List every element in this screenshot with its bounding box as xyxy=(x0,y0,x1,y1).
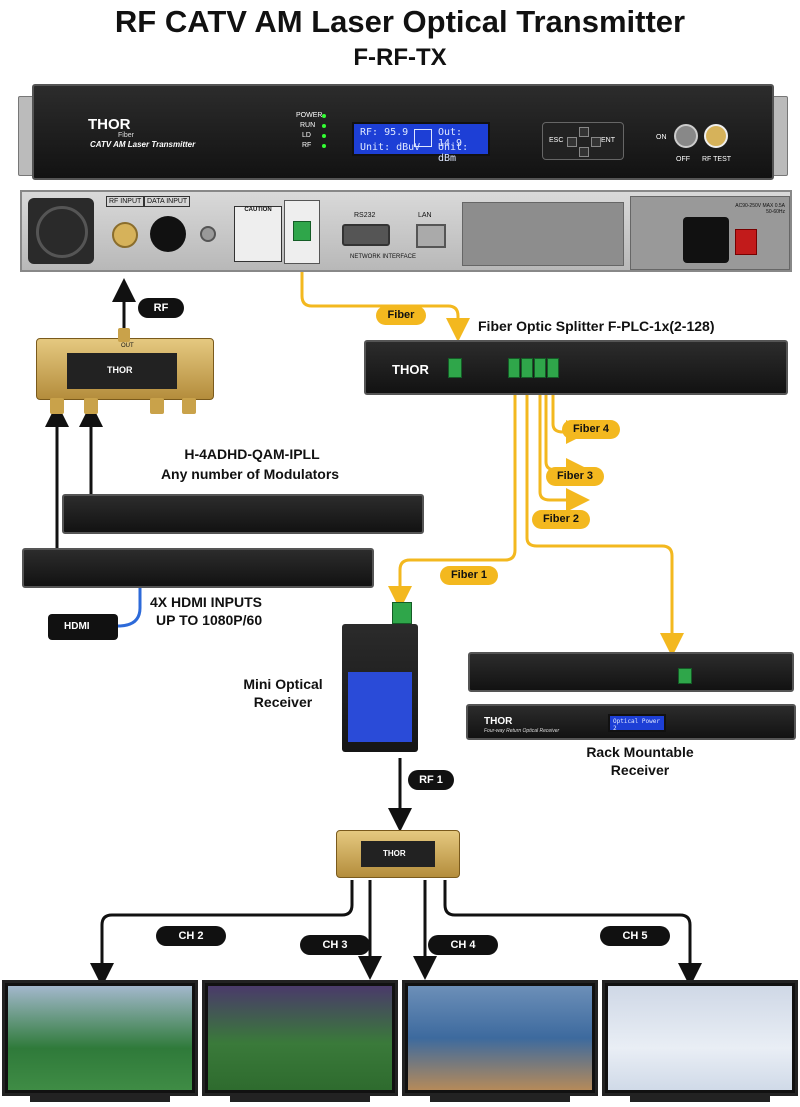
rf-label: RF xyxy=(138,298,184,318)
rack-ear-right xyxy=(772,96,788,176)
rf-splitter-label-plate: THOR xyxy=(361,841,435,867)
fiber-splitter: THOR xyxy=(364,340,788,395)
ch3-label: CH 3 xyxy=(300,935,370,955)
hdmi-connector-icon: HDMI xyxy=(48,614,118,640)
mini-optical-receiver xyxy=(342,624,418,752)
up-button[interactable] xyxy=(579,127,589,137)
ch2-label: CH 2 xyxy=(156,926,226,946)
fan-icon xyxy=(28,198,94,264)
data-input-port[interactable] xyxy=(150,216,186,252)
rack-receiver-rear xyxy=(468,652,794,692)
combiner-in-4[interactable] xyxy=(182,398,196,414)
brand-logo: THOR xyxy=(88,116,131,133)
splitter-logo: THOR xyxy=(392,362,429,377)
tv-2-screen xyxy=(208,986,392,1090)
rf-input-label: RF INPUT xyxy=(106,196,145,207)
modulator-label-1: H-4ADHD-QAM-IPLL xyxy=(184,446,320,462)
rf-splitter: THOR xyxy=(336,830,460,878)
transmitter-lcd: RF: 95.9 Out: 14.9 Unit: dBuV Unit: dBm xyxy=(352,122,490,164)
down-button[interactable] xyxy=(579,147,589,157)
power-inlet[interactable] xyxy=(683,217,729,263)
tv-1 xyxy=(2,980,198,1096)
tv-2-stand xyxy=(230,1096,370,1102)
lcd-logo-icon xyxy=(414,129,432,147)
splitter-output-3[interactable] xyxy=(534,358,546,378)
rack-receiver-optical-port[interactable] xyxy=(678,668,692,684)
fiber-label: Fiber xyxy=(376,306,426,325)
page-title: RF CATV AM Laser Optical Transmitter xyxy=(114,4,686,39)
ground-icon xyxy=(200,226,216,242)
mini-receiver-label-2: Receiver xyxy=(253,694,313,710)
rf-combiner: OUT THOR xyxy=(36,338,214,400)
combiner-in-2[interactable] xyxy=(84,398,98,414)
page-subtitle: F-RF-TX xyxy=(353,44,447,71)
tv-1-stand xyxy=(30,1096,170,1102)
lan-port[interactable] xyxy=(416,224,446,248)
caution-label: CAUTION xyxy=(234,206,282,262)
splitter-output-1[interactable] xyxy=(508,358,520,378)
tv-4-screen xyxy=(608,986,792,1090)
modulator-label-2: Any number of Modulators xyxy=(160,466,340,482)
ch5-label: CH 5 xyxy=(600,926,670,946)
combiner-out-port[interactable] xyxy=(118,328,130,342)
data-input-label: DATA INPUT xyxy=(144,196,191,207)
power-switch[interactable] xyxy=(735,229,757,255)
transmitter-front-panel: THOR Fiber CATV AM Laser Transmitter POW… xyxy=(32,84,774,180)
tv-3-screen xyxy=(408,986,592,1090)
rf-input-port[interactable] xyxy=(112,222,138,248)
fiber4-label: Fiber 4 xyxy=(562,420,620,439)
mini-receiver-label xyxy=(348,672,412,742)
fiber1-label: Fiber 1 xyxy=(440,566,498,585)
modulator-front xyxy=(22,548,374,588)
power-module: AC90-250V MAX 0.5A 50-60Hz xyxy=(630,196,790,270)
rack-receiver-label-1: Rack Mountable xyxy=(586,744,694,760)
esc-button[interactable]: ESC xyxy=(549,137,564,144)
rf-test-port[interactable] xyxy=(704,124,728,148)
brand-sub: Fiber xyxy=(118,132,134,139)
rf1-label: RF 1 xyxy=(408,770,454,790)
blank-plate xyxy=(462,202,624,266)
transmitter-rear-panel: RF INPUT DATA INPUT CAUTION RS232 LAN NE… xyxy=(20,190,792,272)
tv-4-stand xyxy=(630,1096,770,1102)
tv-2 xyxy=(202,980,398,1096)
rs232-port[interactable] xyxy=(342,224,390,246)
mini-receiver-label-1: Mini Optical xyxy=(243,676,323,692)
modulator-back xyxy=(62,494,424,534)
left-button[interactable] xyxy=(567,137,577,147)
tv-3-stand xyxy=(430,1096,570,1102)
splitter-output-4[interactable] xyxy=(547,358,559,378)
power-key-switch[interactable] xyxy=(674,124,698,148)
rack-receiver-lcd: Optical Power 2 xyxy=(608,714,666,732)
rack-receiver-front: THOR Four-way Return Optical Receiver Op… xyxy=(466,704,796,740)
splitter-label: Fiber Optic Splitter F-PLC-1x(2-128) xyxy=(478,318,715,334)
tv-3 xyxy=(402,980,598,1096)
hdmi-label-1: 4X HDMI INPUTS xyxy=(150,594,263,610)
splitter-output-2[interactable] xyxy=(521,358,533,378)
mini-receiver-optical-port[interactable] xyxy=(392,602,412,624)
optical-output-module xyxy=(284,200,320,264)
rack-receiver-label-2: Receiver xyxy=(610,762,670,778)
model-name: CATV AM Laser Transmitter xyxy=(90,140,196,149)
keypad: ESC ENT xyxy=(542,122,624,160)
tv-1-screen xyxy=(8,986,192,1090)
tv-4 xyxy=(602,980,798,1096)
combiner-in-1[interactable] xyxy=(50,398,64,414)
ch4-label: CH 4 xyxy=(428,935,498,955)
right-button[interactable] xyxy=(591,137,601,147)
splitter-input-port[interactable] xyxy=(448,358,462,378)
fiber2-label: Fiber 2 xyxy=(532,510,590,529)
fiber3-label: Fiber 3 xyxy=(546,467,604,486)
combiner-label-plate: THOR xyxy=(67,353,177,389)
hdmi-label-2: UP TO 1080P/60 xyxy=(156,612,263,628)
optical-output-port[interactable] xyxy=(293,221,311,241)
ent-button[interactable]: ENT xyxy=(601,137,615,144)
combiner-in-3[interactable] xyxy=(150,398,164,414)
